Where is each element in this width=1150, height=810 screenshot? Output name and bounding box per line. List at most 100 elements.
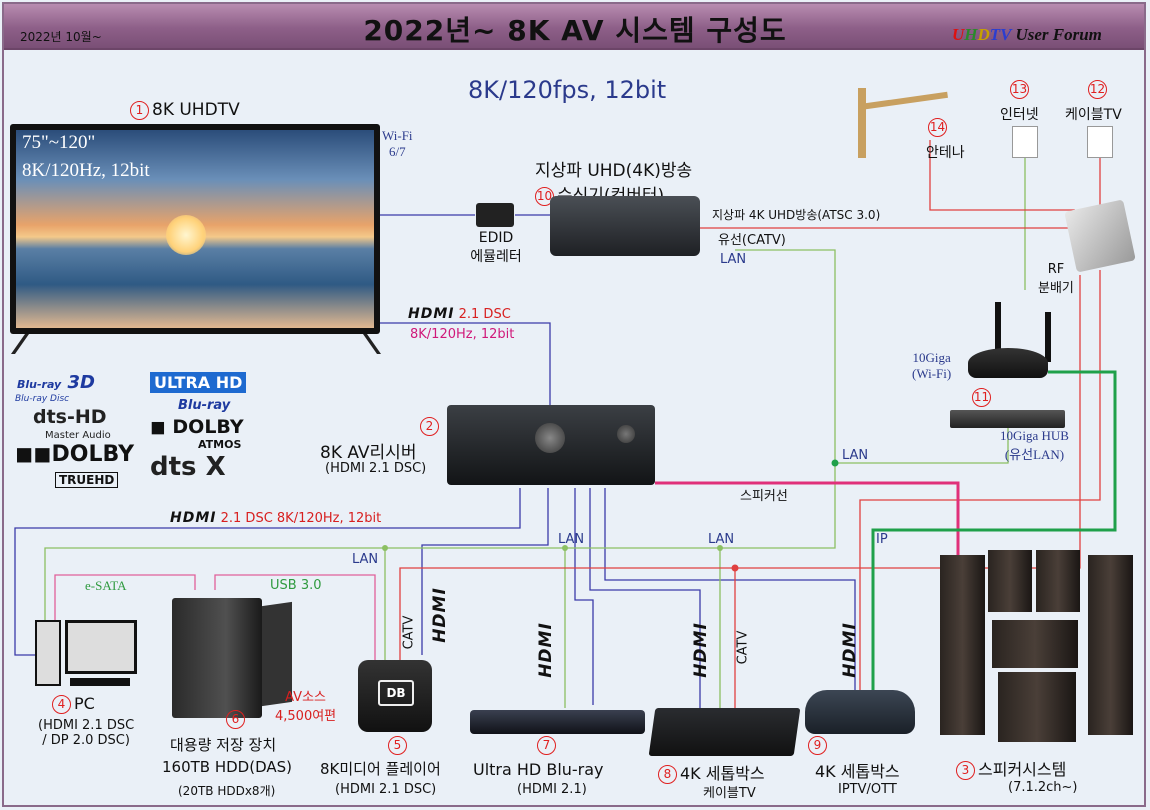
receiver-num: 2	[420, 416, 442, 436]
ip-label: IP	[876, 532, 888, 547]
10giga-hub-device	[950, 410, 1065, 428]
sun-image	[166, 215, 206, 255]
forum-logo: UHDTV User Forum	[952, 25, 1102, 44]
hdmi-stb-cable-label: HDMI	[690, 622, 711, 678]
cabletv-socket	[1087, 126, 1113, 158]
receiver-spec: (HDMI 2.1 DSC)	[325, 461, 427, 476]
catv-stb-label: CATV	[735, 630, 751, 665]
subwoofer	[998, 672, 1076, 742]
tv-size-label: 75"~120"	[22, 132, 96, 153]
uhd-tuner-device	[550, 196, 700, 256]
pc-keyboard	[70, 678, 130, 686]
pc-monitor	[65, 620, 137, 674]
dolby-logo: ◼◼DOLBY	[15, 442, 135, 467]
hub-num: 11	[972, 388, 994, 407]
format-logos-left: Blu-ray 3D Blu-ray Disc dts-HD Master Au…	[15, 372, 134, 492]
speakers-spec: (7.1.2ch~)	[1008, 780, 1078, 795]
terrestrial-link-label: 지상파 4K UHD방송(ATSC 3.0)	[712, 208, 881, 222]
bluray3d-logo: Blu-ray 3D	[17, 372, 95, 393]
uhd-bluray-player-device	[470, 710, 645, 734]
hdmi-top-label: HDMI 2.1 DSC	[408, 306, 511, 322]
ultrahd-bluray-logo: Blu-ray	[178, 398, 231, 413]
hdmi-bluray-label: HDMI	[535, 622, 556, 678]
speaker-cable-label: 스피커선	[740, 489, 788, 504]
router-antenna-left	[995, 302, 1001, 357]
hdmi-player-label: HDMI	[429, 587, 450, 643]
title-bar	[4, 4, 1144, 50]
antenna-device	[858, 78, 958, 158]
storage-name: 대용량 저장 장치	[170, 736, 277, 754]
bluray-spec: (HDMI 2.1)	[517, 782, 587, 797]
dtsx-logo: dts X	[150, 452, 226, 482]
storage-num: 6	[226, 710, 248, 729]
volume-knob	[535, 423, 565, 453]
truehd-logo: TRUEHD	[55, 472, 119, 488]
internet-socket	[1012, 126, 1038, 158]
speaker-surround-2	[1036, 550, 1080, 612]
stb-lan-label: LAN	[708, 532, 735, 547]
player-spec: (HDMI 2.1 DSC)	[335, 782, 437, 797]
usb-label: USB 3.0	[270, 578, 322, 593]
ultrahd-logo: ULTRA HD	[150, 372, 247, 393]
db-logo: DB	[378, 680, 414, 706]
tv-spec-label: 8K/120Hz, 12bit	[22, 160, 150, 181]
router-antenna-right	[1045, 312, 1051, 362]
router-label: 10Giga(Wi-Fi)	[912, 350, 952, 381]
stb-cable-type: 케이블TV	[703, 786, 756, 801]
antenna-boom	[858, 91, 948, 111]
speaker-center	[992, 620, 1078, 668]
pc-tower	[35, 620, 61, 686]
av-receiver-device	[447, 405, 655, 485]
tv-screen	[16, 130, 374, 328]
catv-player-label: CATV	[401, 615, 417, 650]
antenna-label: 14	[928, 118, 950, 137]
storage-capacity: 160TB HDD(DAS)	[162, 758, 293, 776]
iptv-settop-device	[805, 690, 915, 734]
page-title: 2022년~ 8K AV 시스템 구성도	[363, 14, 787, 47]
cabletv-num: 12	[1088, 80, 1110, 99]
antenna-pole	[858, 88, 866, 158]
receiver-name: 8K AV리시버	[320, 443, 417, 463]
master-audio-label: Master Audio	[45, 430, 111, 441]
headline: 8K/120fps, 12bit	[468, 76, 667, 104]
edid-emulator-device	[476, 203, 514, 227]
tuner-lan-label: LAN	[720, 252, 747, 267]
stb-iptv-type: IPTV/OTT	[838, 782, 897, 797]
speaker-front-left	[940, 555, 985, 735]
catv-wired-label: 유선(CATV)	[718, 233, 786, 248]
bluray-disc-logo: Blu-ray Disc	[15, 394, 70, 404]
bluray-lan-label: LAN	[558, 532, 585, 547]
bluray-num: 7	[537, 736, 559, 755]
pc-lan-label: LAN	[352, 552, 379, 567]
hub-lan-label: LAN	[842, 448, 869, 463]
storage-detail: (20TB HDDx8개)	[178, 784, 276, 798]
esata-label: e-SATA	[85, 578, 127, 593]
date-label: 2022년 10월~	[20, 30, 102, 44]
hdmi-stb-iptv-label: HDMI	[839, 622, 860, 678]
stb-iptv-num: 9	[808, 736, 830, 755]
cable-settop-device	[648, 708, 801, 756]
player-name: 8K미디어 플레이어	[320, 760, 441, 778]
hub-label: 10Giga HUB(유선LAN)	[1000, 428, 1069, 462]
speaker-surround-1	[988, 550, 1032, 612]
cabletv-label: 케이블TV	[1065, 107, 1122, 123]
rf-splitter-device	[1064, 199, 1136, 273]
internet-num: 13	[1010, 80, 1032, 99]
wifi-router-device	[968, 348, 1048, 378]
hdmi-mid-label: HDMI 2.1 DSC 8K/120Hz, 12bit	[170, 510, 382, 526]
atmos-label: ATMOS	[198, 438, 242, 451]
speaker-front-right	[1088, 555, 1133, 735]
dts-hd-logo: dts-HD	[33, 406, 107, 428]
antenna-name: 안테나	[926, 145, 965, 161]
dolby-atmos-logo: ◼ DOLBY	[150, 416, 244, 438]
media-player-device: DB	[358, 660, 432, 732]
pc-spec: (HDMI 2.1 DSC/ DP 2.0 DSC)	[38, 718, 135, 748]
